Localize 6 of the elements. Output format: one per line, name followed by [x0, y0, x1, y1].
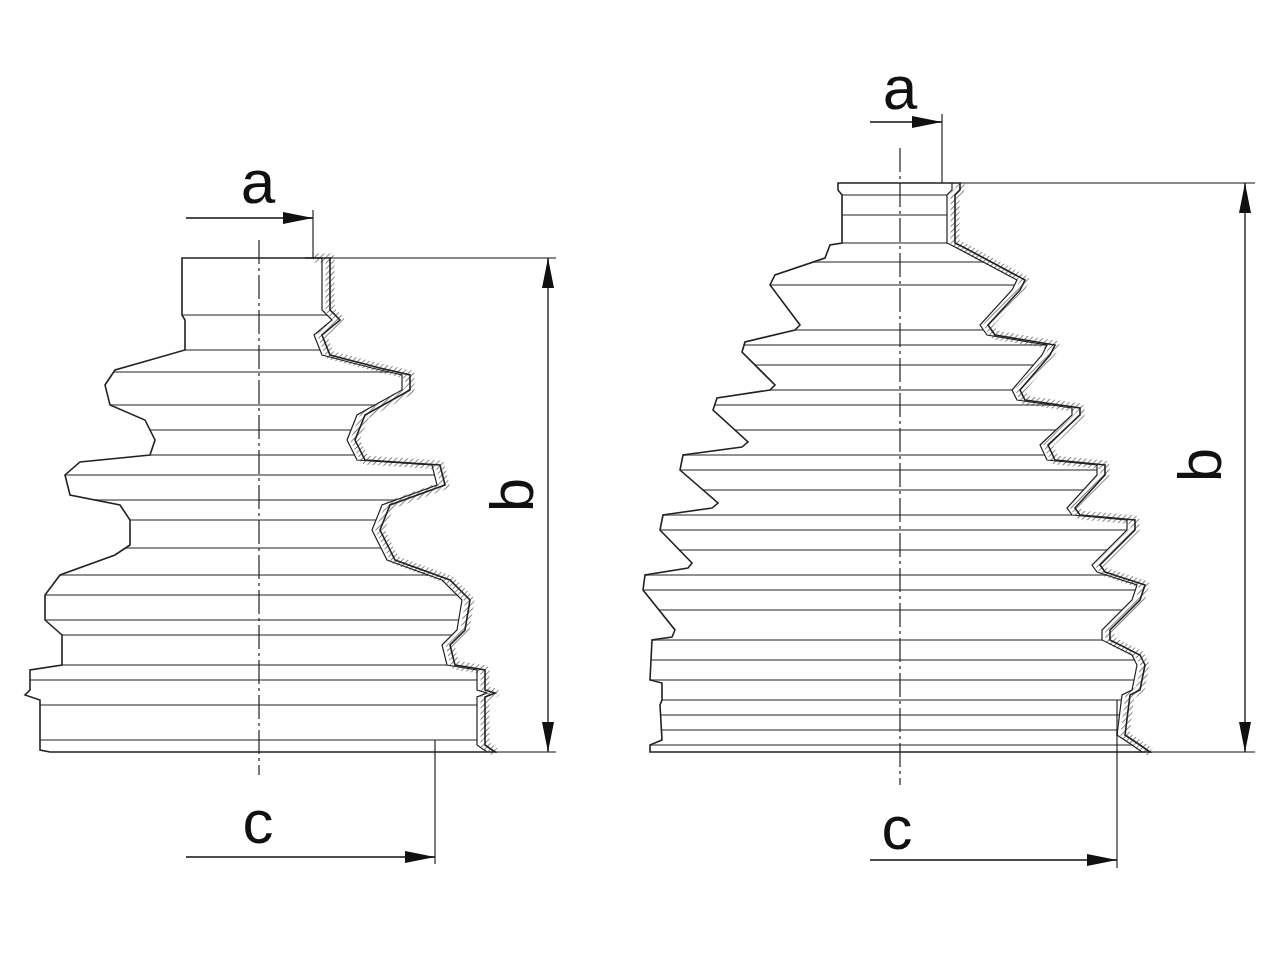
dimension-label: a	[240, 151, 276, 213]
dimension-label: b	[481, 477, 543, 513]
dimension-label: c	[881, 797, 913, 859]
dimension-label: a	[882, 57, 918, 119]
dimension-label: b	[1169, 447, 1231, 483]
dimension-label: c	[242, 791, 274, 853]
